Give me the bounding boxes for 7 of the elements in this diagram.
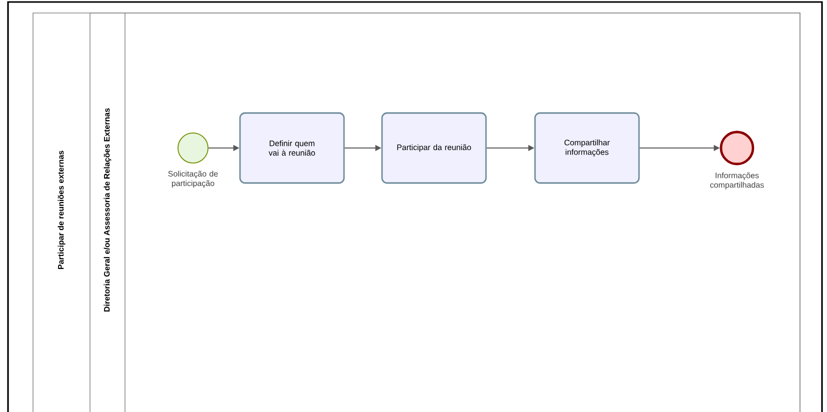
task-box: Participar da reunião bbox=[381, 112, 487, 184]
end-event-circle bbox=[720, 130, 754, 166]
event-label: Solicitação de participação bbox=[168, 170, 218, 188]
start-event-circle bbox=[178, 132, 208, 164]
event-label: Informações compartilhadas bbox=[710, 172, 764, 190]
task-box: Definir quem vai à reunião bbox=[239, 112, 345, 184]
task-box: Compartilhar informações bbox=[534, 112, 640, 184]
